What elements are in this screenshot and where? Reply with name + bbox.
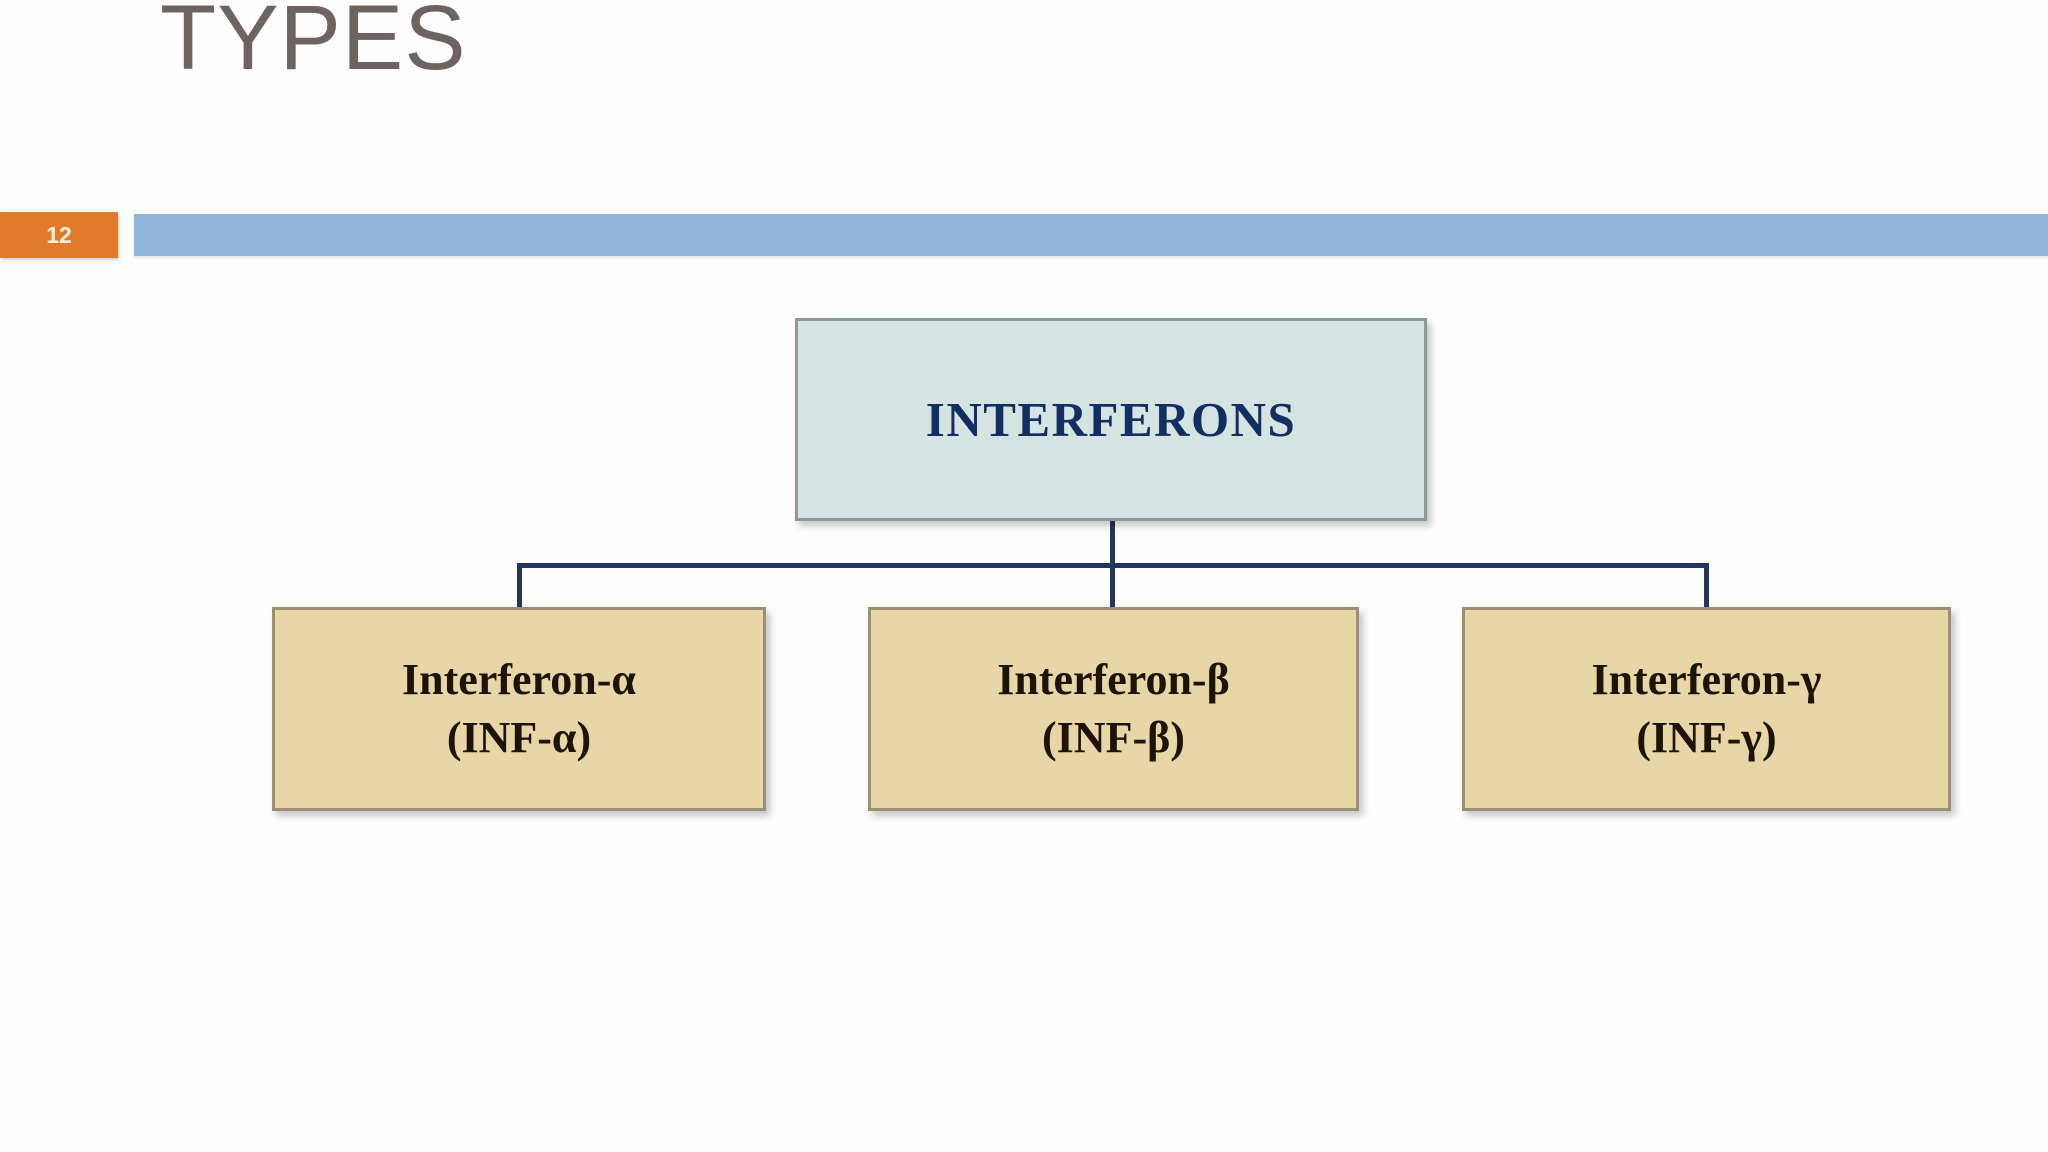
node-alpha-name: Interferon-α	[402, 654, 636, 704]
connector-root-stem	[1110, 521, 1115, 567]
node-interferon-alpha: Interferon-α (INF-α)	[272, 607, 766, 811]
page-title: TYPES	[160, 0, 467, 89]
node-gamma-name: Interferon-γ	[1591, 654, 1822, 704]
node-alpha-abbrev: (INF-α)	[446, 713, 592, 762]
node-beta-name: Interferon-β	[997, 654, 1230, 704]
slide-number-badge: 12	[0, 212, 118, 258]
node-interferons-root: INTERFERONS	[795, 318, 1427, 521]
header-divider-bar	[134, 214, 2048, 256]
node-interferon-gamma: Interferon-γ (INF-γ)	[1462, 607, 1951, 811]
node-interferon-beta: Interferon-β (INF-β)	[868, 607, 1359, 811]
connector-drop-alpha	[517, 563, 522, 610]
connector-drop-gamma	[1704, 563, 1709, 610]
node-gamma-abbrev: (INF-γ)	[1636, 713, 1777, 762]
connector-drop-beta	[1110, 563, 1115, 610]
node-root-label: INTERFERONS	[925, 392, 1297, 447]
node-beta-abbrev: (INF-β)	[1042, 713, 1185, 762]
